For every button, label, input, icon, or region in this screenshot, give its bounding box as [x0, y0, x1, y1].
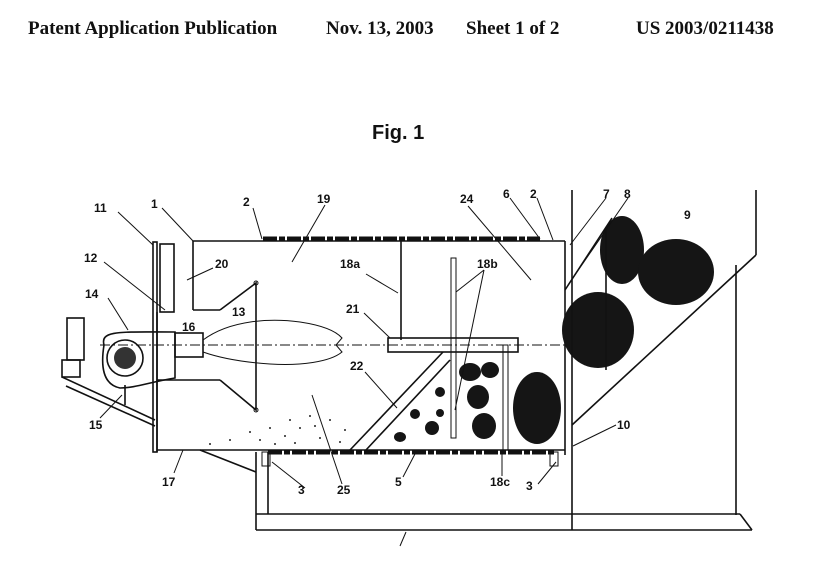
label-8: 8 — [624, 187, 631, 201]
baffle-plate — [387, 241, 519, 451]
label-5: 5 — [395, 475, 402, 489]
label-15: 15 — [89, 418, 103, 432]
label-12: 12 — [84, 251, 98, 265]
label-19: 19 — [317, 192, 331, 206]
label-21: 21 — [346, 302, 360, 316]
label-3-right: 3 — [526, 479, 533, 493]
label-16: 16 — [182, 320, 196, 334]
fuel-hopper — [564, 190, 757, 530]
label-18c: 18c — [490, 475, 510, 489]
blower-fan — [61, 317, 204, 427]
reference-numerals: 11 1 2 19 12 20 18a 14 16 13 21 22 15 17… — [84, 187, 691, 497]
burner-cone — [219, 280, 259, 413]
label-13: 13 — [232, 305, 246, 319]
label-11: 11 — [94, 201, 107, 215]
fuel-lumps — [394, 216, 714, 444]
air-inlet — [152, 241, 175, 453]
label-24: 24 — [460, 192, 474, 206]
label-20: 20 — [215, 257, 229, 271]
label-1: 1 — [151, 197, 158, 211]
base-frame — [199, 449, 753, 531]
label-9: 9 — [684, 208, 691, 222]
label-18b: 18b — [477, 257, 498, 271]
label-3: 3 — [298, 483, 305, 497]
leader-lines — [99, 197, 629, 547]
label-10: 10 — [617, 418, 631, 432]
label-14: 14 — [85, 287, 99, 301]
ash-pile — [209, 415, 346, 445]
flame — [202, 319, 343, 365]
label-25: 25 — [337, 483, 351, 497]
label-6: 6 — [503, 187, 510, 201]
sheet-number: Sheet 1 of 2 — [466, 18, 560, 39]
label-18a: 18a — [340, 257, 360, 271]
label-22: 22 — [350, 359, 364, 373]
figure-title: Fig. 1 — [372, 122, 425, 144]
label-2-right: 2 — [530, 187, 537, 201]
publication-type: Patent Application Publication — [28, 18, 278, 39]
label-17: 17 — [162, 475, 176, 489]
label-7: 7 — [603, 187, 610, 201]
label-2: 2 — [243, 195, 250, 209]
patent-number: US 2003/0211438 — [636, 18, 774, 39]
combustion-chamber — [156, 236, 566, 455]
inclined-grate — [349, 351, 451, 451]
publication-date: Nov. 13, 2003 — [326, 18, 434, 39]
